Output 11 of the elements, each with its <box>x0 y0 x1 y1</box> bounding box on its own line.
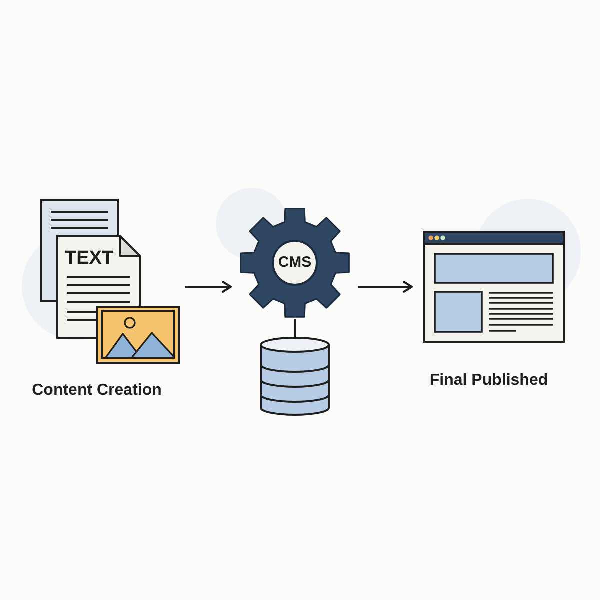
gear-label: CMS <box>278 254 312 272</box>
arrow <box>185 281 232 293</box>
page-heading: TEXT <box>65 249 114 270</box>
documents-illustration <box>40 199 180 364</box>
arrow <box>358 281 413 293</box>
gear-node <box>239 207 351 319</box>
node-label: Final Published <box>430 371 548 390</box>
webpage-illustration <box>423 231 565 343</box>
database-cylinder <box>260 337 330 416</box>
connector-line <box>294 319 296 337</box>
node-label: Content Creation <box>32 381 162 400</box>
